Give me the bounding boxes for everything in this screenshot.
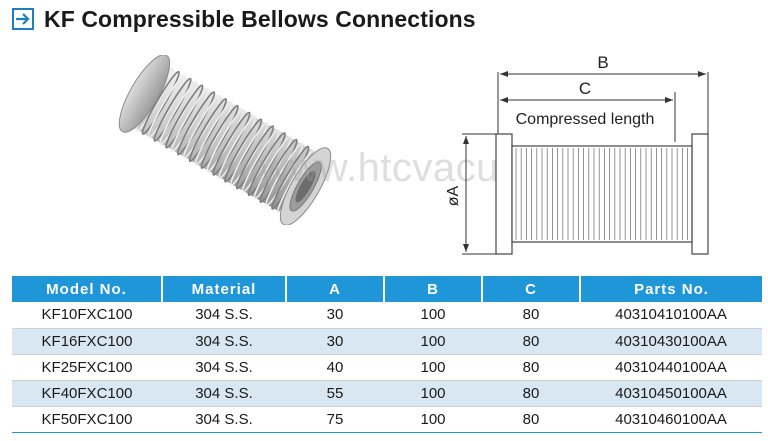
cell-model: KF25FXC100 — [12, 354, 162, 381]
dim-a-label: øA — [445, 185, 462, 206]
cell-model: KF40FXC100 — [12, 380, 162, 407]
cell-c: 80 — [482, 302, 580, 329]
table-row: KF16FXC100 304 S.S. 30 100 80 4031043010… — [12, 328, 762, 355]
cell-material: 304 S.S. — [162, 354, 286, 381]
table-row: KF25FXC100 304 S.S. 40 100 80 4031044010… — [12, 354, 762, 381]
cell-model: KF16FXC100 — [12, 328, 162, 355]
cell-parts: 40310440100AA — [580, 354, 762, 381]
cell-c: 80 — [482, 406, 580, 433]
cell-a: 30 — [286, 302, 384, 329]
table-row: KF10FXC100 304 S.S. 30 100 80 4031041010… — [12, 302, 762, 329]
cell-parts: 40310430100AA — [580, 328, 762, 355]
cell-c: 80 — [482, 380, 580, 407]
table-row: KF50FXC100 304 S.S. 75 100 80 4031046010… — [12, 406, 762, 433]
cell-b: 100 — [384, 380, 482, 407]
specification-table: Model No. Material A B C Parts No. KF10F… — [12, 276, 762, 433]
cell-b: 100 — [384, 406, 482, 433]
cell-c: 80 — [482, 354, 580, 381]
dimension-diagram: B C Compressed length øA — [445, 53, 709, 255]
cell-b: 100 — [384, 328, 482, 355]
bellows-photo — [118, 55, 332, 225]
cell-material: 304 S.S. — [162, 380, 286, 407]
cell-model: KF10FXC100 — [12, 302, 162, 329]
cell-a: 55 — [286, 380, 384, 407]
cell-material: 304 S.S. — [162, 328, 286, 355]
column-header-parts: Parts No. — [580, 276, 762, 302]
title-row: KF Compressible Bellows Connections — [12, 6, 476, 32]
column-header-a: A — [286, 276, 385, 302]
cell-b: 100 — [384, 354, 482, 381]
cell-a: 30 — [286, 328, 384, 355]
cell-parts: 40310460100AA — [580, 406, 762, 433]
page-title: KF Compressible Bellows Connections — [44, 5, 476, 32]
dim-b-label: B — [597, 53, 608, 72]
cell-a: 75 — [286, 406, 384, 433]
cell-material: 304 S.S. — [162, 302, 286, 329]
cell-model: KF50FXC100 — [12, 406, 162, 433]
column-header-model: Model No. — [12, 276, 163, 302]
table-row: KF40FXC100 304 S.S. 55 100 80 4031045010… — [12, 380, 762, 407]
cell-material: 304 S.S. — [162, 406, 286, 433]
cell-b: 100 — [384, 302, 482, 329]
cell-a: 40 — [286, 354, 384, 381]
dim-c-label: C — [579, 79, 591, 98]
cell-parts: 40310450100AA — [580, 380, 762, 407]
cell-parts: 40310410100AA — [580, 302, 762, 329]
column-header-c: C — [482, 276, 581, 302]
compressed-length-label: Compressed length — [516, 111, 655, 128]
cell-c: 80 — [482, 328, 580, 355]
table-header-row: Model No. Material A B C Parts No. — [12, 276, 762, 302]
arrow-right-icon — [12, 8, 34, 30]
column-header-b: B — [384, 276, 483, 302]
column-header-material: Material — [162, 276, 287, 302]
